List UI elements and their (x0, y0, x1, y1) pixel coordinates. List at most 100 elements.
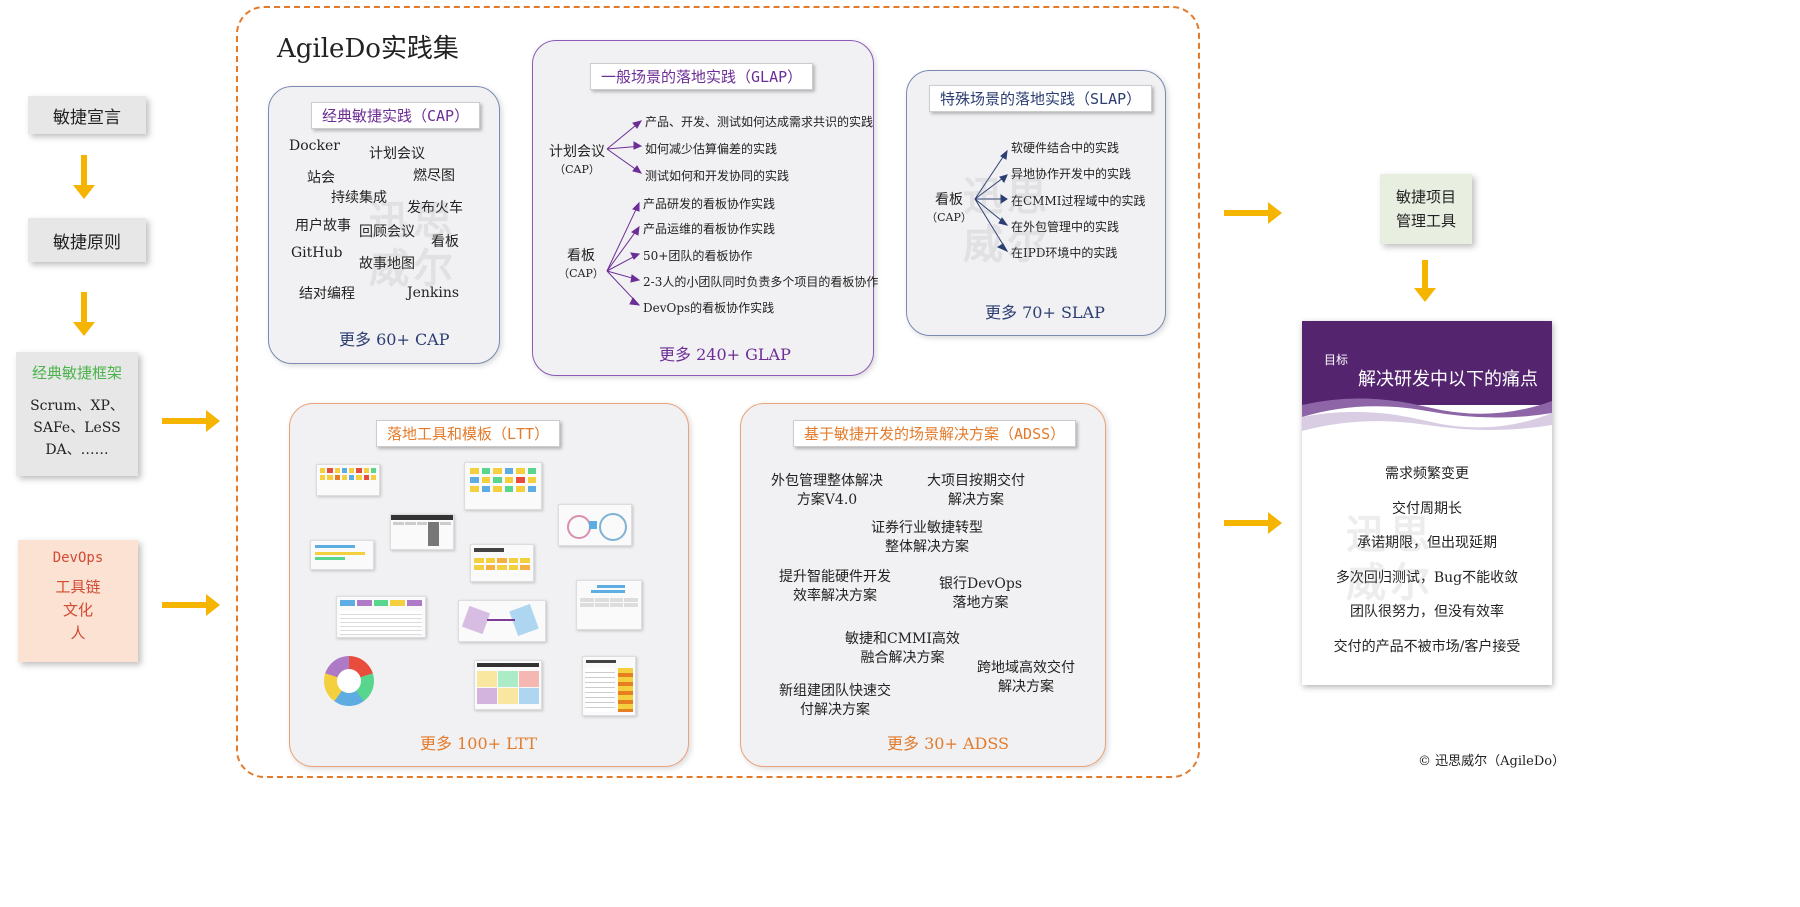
cap-word: 持续集成 (331, 190, 387, 206)
devops-line: 人 (70, 624, 86, 642)
pain-point: 交付周期长 (1392, 501, 1462, 517)
glap-item: 2-3人的小团队同时负责多个项目的看板协作 (643, 275, 879, 289)
cap-word: 燃尽图 (413, 168, 455, 184)
template-thumbnail[interactable] (464, 462, 542, 510)
glap-item: DevOps的看板协作实践 (643, 301, 775, 315)
glap-panel: 一般场景的落地实践（GLAP） 计划会议 （CAP） 产品、开发、测试如何达成需… (532, 40, 878, 376)
arrow-right-frameworks (162, 410, 220, 432)
glap-item: 50+团队的看板协作 (643, 249, 753, 263)
watermark: 迅思威尔 (1346, 512, 1434, 606)
devops-line: 文化 (62, 601, 93, 619)
adss-more-link[interactable]: 更多 30+ ADSS (887, 734, 1009, 753)
slap-item: 在外包管理中的实践 (1011, 220, 1120, 234)
template-thumbnail[interactable] (310, 540, 374, 570)
template-thumbnail[interactable] (558, 504, 632, 546)
agile-frameworks-title: 经典敏捷框架 (31, 364, 122, 382)
framework-line: DA、…… (45, 442, 109, 458)
cap-word: 计划会议 (369, 146, 425, 162)
pain-point: 承诺期限，但出现延期 (1357, 535, 1497, 551)
cap-word: Docker (289, 138, 340, 154)
adss-item: 新组建团队快速交付解决方案 (779, 683, 891, 718)
cap-word: 站会 (307, 170, 335, 186)
agile-frameworks-box: 经典敏捷框架 Scrum、XP、 SAFe、LeSS DA、…… (16, 352, 138, 476)
ltt-more-link[interactable]: 更多 100+ LTT (420, 734, 538, 753)
cap-tag: 经典敏捷实践（CAP） (311, 102, 481, 129)
arrow-right-to-tool (1224, 202, 1282, 224)
slap-panel: 特殊场景的落地实践（SLAP） 看板 （CAP） 软硬件结合中的实践 异地协作开… (906, 70, 1166, 336)
slap-tag: 特殊场景的落地实践（SLAP） (929, 85, 1153, 112)
cap-word: GitHub (291, 245, 343, 261)
main-practice-container (236, 6, 1200, 778)
glap-group2-label: 看板 （CAP） (558, 248, 604, 280)
adss-item: 提升智能硬件开发效率解决方案 (779, 569, 891, 604)
cap-word: 看板 (431, 234, 459, 250)
slap-branch-lines (974, 149, 1009, 253)
cap-panel: 经典敏捷实践（CAP） Docker 计划会议 站会 燃尽图 持续集成 发布火车… (268, 86, 500, 364)
slap-item: 异地协作开发中的实践 (1011, 167, 1132, 181)
template-thumbnail[interactable] (390, 514, 454, 550)
template-thumbnail[interactable] (458, 600, 546, 642)
goal-banner (1302, 321, 1552, 431)
template-thumbnail[interactable] (474, 660, 542, 710)
cap-word: 发布火车 (407, 200, 463, 216)
template-thumbnail[interactable] (576, 580, 642, 630)
cap-word: Jenkins (407, 285, 460, 301)
adss-item: 敏捷和CMMI高效融合解决方案 (845, 631, 960, 666)
devops-line: 工具链 (55, 578, 101, 596)
cap-word: 用户故事 (295, 218, 351, 234)
glap-branch-lines (606, 120, 643, 306)
template-thumbnail[interactable] (324, 656, 378, 710)
glap-item: 产品、开发、测试如何达成需求共识的实践 (645, 115, 874, 129)
glap-more-link[interactable]: 更多 240+ GLAP (659, 345, 791, 364)
agile-tool-line: 敏捷项目 (1395, 188, 1456, 206)
adss-tag: 基于敏捷开发的场景解决方案（ADSS） (793, 420, 1077, 447)
goal-headline: 解决研发中以下的痛点 (1358, 369, 1538, 390)
glap-item: 产品研发的看板协作实践 (643, 197, 776, 211)
agile-tool-line: 管理工具 (1395, 212, 1456, 230)
adss-item: 大项目按期交付解决方案 (927, 473, 1025, 508)
ltt-panel: 落地工具和模板（LTT） (289, 403, 689, 767)
agile-tool-box: 敏捷项目 管理工具 (1380, 174, 1472, 244)
arrow-right-devops (162, 594, 220, 616)
slap-item: 在IPD环境中的实践 (1011, 246, 1118, 260)
template-thumbnail[interactable] (336, 596, 426, 638)
goal-label: 目标 (1324, 353, 1349, 367)
template-thumbnail[interactable] (470, 544, 534, 582)
arrow-down-3 (1414, 260, 1436, 302)
arrow-down-1 (73, 155, 95, 199)
agile-principles-label: 敏捷原则 (53, 232, 121, 253)
copyright-text: © 迅思威尔（AgileDo） (1418, 754, 1566, 769)
devops-title: DevOps (52, 550, 104, 566)
glap-tag: 一般场景的落地实践（GLAP） (590, 63, 814, 90)
template-thumbnail[interactable] (316, 464, 380, 496)
cap-more-link[interactable]: 更多 60+ CAP (339, 330, 450, 349)
arrow-right-to-goal (1224, 512, 1282, 534)
framework-line: SAFe、LeSS (33, 420, 121, 436)
glap-item: 如何减少估算偏差的实践 (645, 142, 778, 156)
pain-point: 团队很努力，但没有效率 (1350, 604, 1504, 620)
adss-item: 证券行业敏捷转型整体解决方案 (871, 520, 983, 555)
devops-box: DevOps 工具链 文化 人 (18, 540, 138, 662)
slap-group-label: 看板 （CAP） (926, 192, 972, 224)
glap-item: 产品运维的看板协作实践 (643, 222, 776, 236)
template-thumbnail[interactable] (582, 656, 636, 716)
pain-point: 交付的产品不被市场/客户接受 (1333, 639, 1521, 655)
slap-more-link[interactable]: 更多 70+ SLAP (985, 303, 1105, 322)
agile-manifesto-label: 敏捷宣言 (53, 107, 121, 128)
ltt-tag: 落地工具和模板（LTT） (376, 420, 561, 447)
cap-word: 回顾会议 (359, 224, 415, 240)
framework-line: Scrum、XP、 (30, 398, 124, 414)
main-title: AgileDo实践集 (277, 34, 459, 64)
adss-item: 跨地域高效交付解决方案 (977, 660, 1075, 695)
slap-item: 软硬件结合中的实践 (1011, 141, 1120, 155)
goal-card: 目标 解决研发中以下的痛点 需求频繁变更 交付周期长 承诺期限，但出现延期 多次… (1302, 321, 1552, 685)
adss-panel: 基于敏捷开发的场景解决方案（ADSS） 外包管理整体解决方案V4.0 大项目按期… (740, 403, 1106, 767)
cap-word: 故事地图 (359, 256, 415, 272)
pain-point: 需求频繁变更 (1385, 466, 1469, 482)
agile-principles-box: 敏捷原则 (28, 218, 146, 262)
pain-point: 多次回归测试，Bug不能收敛 (1335, 570, 1519, 586)
slap-item: 在CMMI过程域中的实践 (1011, 194, 1146, 208)
cap-word: 结对编程 (299, 286, 355, 302)
agile-manifesto-box: 敏捷宣言 (28, 96, 146, 134)
